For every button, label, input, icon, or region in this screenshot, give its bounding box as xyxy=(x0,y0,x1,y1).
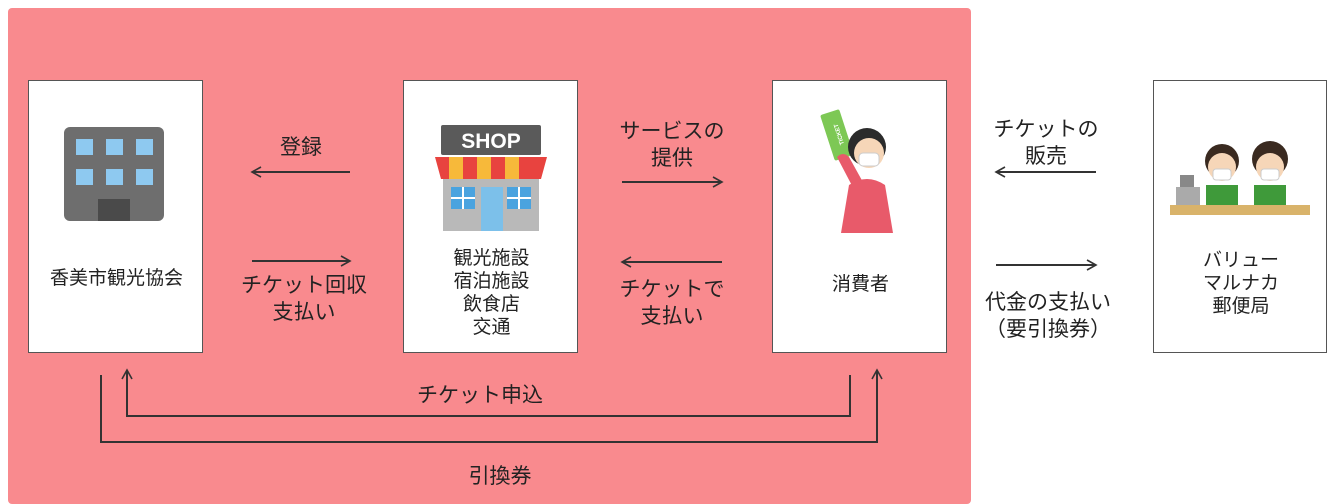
consumer-label: 消費者 xyxy=(831,273,889,295)
apply-label: チケット申込 xyxy=(417,383,543,407)
consumer-node: TICKET 消費者 xyxy=(772,80,947,353)
association-node: 香美市観光協会 xyxy=(28,80,203,353)
voucher-arrow xyxy=(100,368,883,443)
office-building-icon xyxy=(64,127,164,221)
ticket-pay-label: チケットで 支払い xyxy=(619,277,725,328)
seller-label: バリュー マルナカ 郵便局 xyxy=(1202,249,1279,317)
seller-node: バリュー マルナカ 郵便局 xyxy=(1153,80,1327,353)
payment-label: 代金の支払い （要引換券） xyxy=(985,290,1111,341)
person-holding-ticket-icon: TICKET xyxy=(820,109,893,233)
register-label: 登録 xyxy=(280,135,322,159)
association-label: 香美市観光協会 xyxy=(49,267,183,289)
shop-icon: SHOP xyxy=(435,125,547,231)
voucher-label: 引換券 xyxy=(468,464,532,488)
apply-arrow xyxy=(121,368,851,417)
shop-sign-text: SHOP xyxy=(461,130,521,153)
shops-node: SHOP 観光施設 宿泊施設 飲食店 交通 xyxy=(403,80,578,353)
ticket-collect-pay-label: チケット回収 支払い xyxy=(241,273,367,324)
ticket-sale-label: チケットの 販売 xyxy=(993,117,1099,168)
shops-label: 観光施設 宿泊施設 飲食店 交通 xyxy=(453,247,530,338)
service-label: サービスの 提供 xyxy=(619,119,725,170)
shop-staff-icon xyxy=(1170,141,1310,215)
